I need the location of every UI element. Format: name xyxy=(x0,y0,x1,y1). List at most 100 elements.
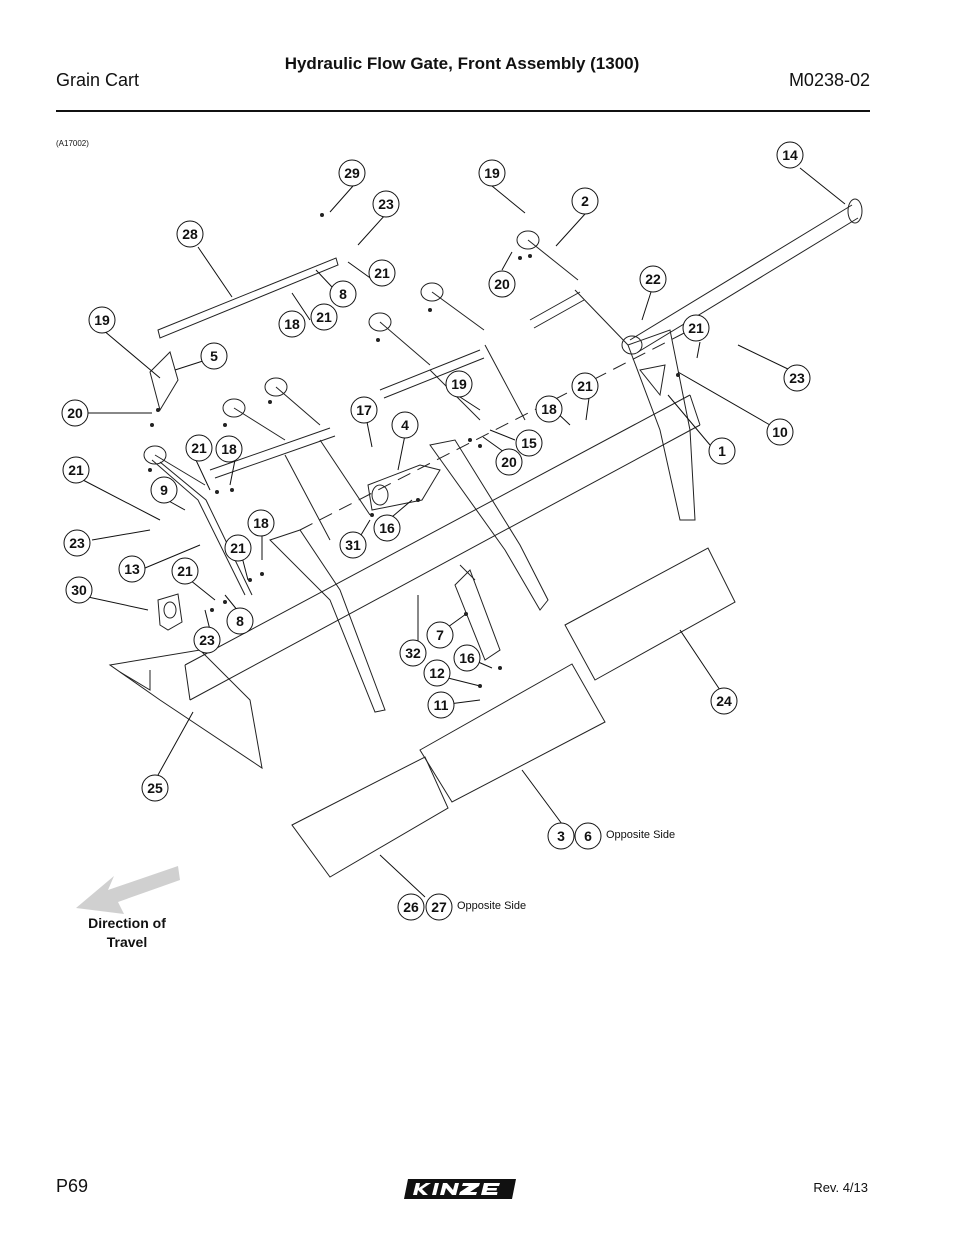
callout: 10 xyxy=(766,418,794,446)
svg-text:7: 7 xyxy=(436,627,444,643)
svg-text:11: 11 xyxy=(434,697,449,713)
direction-arrow xyxy=(76,866,180,914)
svg-text:3: 3 xyxy=(557,828,565,844)
hardware-dots xyxy=(148,213,680,688)
svg-text:23: 23 xyxy=(199,632,215,648)
callout: 12 xyxy=(423,659,451,687)
revision-date: Rev. 4/13 xyxy=(813,1180,868,1195)
cover-3-6 xyxy=(419,663,606,803)
callout: 3 xyxy=(547,822,575,850)
callout: 16 xyxy=(373,514,401,542)
page-number: P69 xyxy=(56,1176,89,1196)
kinze-logo xyxy=(402,1175,522,1208)
callout: 5 xyxy=(200,342,228,370)
callout: 21 xyxy=(185,434,213,462)
callout: 2 xyxy=(571,187,599,215)
bracket-1 xyxy=(627,329,696,521)
svg-text:23: 23 xyxy=(378,196,394,212)
main-frame-tube xyxy=(184,394,701,701)
callout: 21 xyxy=(224,534,252,562)
svg-text:27: 27 xyxy=(431,899,447,915)
callout: 28 xyxy=(176,220,204,248)
svg-text:10: 10 xyxy=(772,424,788,440)
svg-text:25: 25 xyxy=(147,780,163,796)
link-left xyxy=(151,459,246,596)
pipe-flange xyxy=(847,198,863,224)
top-pipe xyxy=(629,204,859,353)
page-title: Hydraulic Flow Gate, Front Assembly (130… xyxy=(284,54,640,73)
opposite-side-note: Opposite Side xyxy=(457,900,527,912)
callout: 19 xyxy=(478,159,506,187)
svg-text:5: 5 xyxy=(210,348,218,364)
callout: 23 xyxy=(63,529,91,557)
callout: 20 xyxy=(488,270,516,298)
direction-of-travel-label: Direction of Travel xyxy=(72,914,182,952)
bracket-30 xyxy=(157,593,183,631)
bar-28 xyxy=(157,257,339,339)
callout: 27 xyxy=(425,893,453,921)
direction-label-line: Travel xyxy=(106,934,148,950)
svg-text:6: 6 xyxy=(584,828,592,844)
svg-text:19: 19 xyxy=(94,312,110,328)
svg-text:24: 24 xyxy=(716,693,732,709)
direction-label-line: Direction of xyxy=(88,915,166,931)
side-plate-left xyxy=(269,529,386,713)
callout: 21 xyxy=(62,456,90,484)
callout: 23 xyxy=(372,190,400,218)
callout: 18 xyxy=(215,435,243,463)
callout: 11 xyxy=(427,691,455,719)
callout: 15 xyxy=(515,429,543,457)
leader-lines xyxy=(82,167,846,898)
svg-text:20: 20 xyxy=(494,276,510,292)
callout: 29 xyxy=(338,159,366,187)
callout: 21 xyxy=(571,372,599,400)
svg-text:21: 21 xyxy=(374,265,390,281)
svg-text:14: 14 xyxy=(782,147,798,163)
header-manual-number: M0238-02 xyxy=(788,70,870,90)
callout: 20 xyxy=(495,448,523,476)
svg-text:23: 23 xyxy=(69,535,85,551)
svg-text:9: 9 xyxy=(160,482,168,498)
kinze-logo-mark xyxy=(404,1179,516,1199)
svg-text:21: 21 xyxy=(577,378,593,394)
svg-text:21: 21 xyxy=(177,563,193,579)
svg-text:18: 18 xyxy=(541,401,557,417)
arm-4 xyxy=(367,464,441,511)
opposite-side-note: Opposite Side xyxy=(606,829,676,841)
svg-text:15: 15 xyxy=(521,435,537,451)
svg-text:22: 22 xyxy=(645,271,661,287)
callout: 4 xyxy=(391,411,419,439)
svg-text:12: 12 xyxy=(429,665,445,681)
callout: 19 xyxy=(88,306,116,334)
svg-text:28: 28 xyxy=(182,226,198,242)
svg-text:20: 20 xyxy=(501,454,517,470)
callout: 21 xyxy=(310,303,338,331)
callout: 23 xyxy=(783,364,811,392)
figure-id: (A17002) xyxy=(56,139,89,148)
svg-text:31: 31 xyxy=(345,537,361,553)
svg-text:21: 21 xyxy=(316,309,332,325)
cross-rods xyxy=(209,289,629,541)
callout: 20 xyxy=(61,399,89,427)
callout: 16 xyxy=(453,644,481,672)
callout: 19 xyxy=(445,370,473,398)
cover-26-27 xyxy=(291,756,449,878)
callouts: 29 23 19 2 14 28 21 8 20 22 18 21 19 5 2… xyxy=(61,141,811,921)
end-plate-25 xyxy=(108,649,263,770)
callout: 25 xyxy=(141,774,169,802)
svg-text:32: 32 xyxy=(405,645,421,661)
callout: 26 xyxy=(397,893,425,921)
callout: 21 xyxy=(171,557,199,585)
callout: 18 xyxy=(247,509,275,537)
svg-text:2: 2 xyxy=(581,193,589,209)
svg-text:8: 8 xyxy=(236,613,244,629)
callout: 21 xyxy=(682,314,710,342)
hydraulic-cylinder xyxy=(454,569,501,661)
svg-text:21: 21 xyxy=(230,540,246,556)
svg-text:4: 4 xyxy=(401,417,409,433)
callout: 23 xyxy=(193,626,221,654)
callout: 1 xyxy=(708,437,736,465)
callout: 17 xyxy=(350,396,378,424)
pivot-arms xyxy=(143,230,643,486)
header-product: Grain Cart xyxy=(56,70,140,90)
